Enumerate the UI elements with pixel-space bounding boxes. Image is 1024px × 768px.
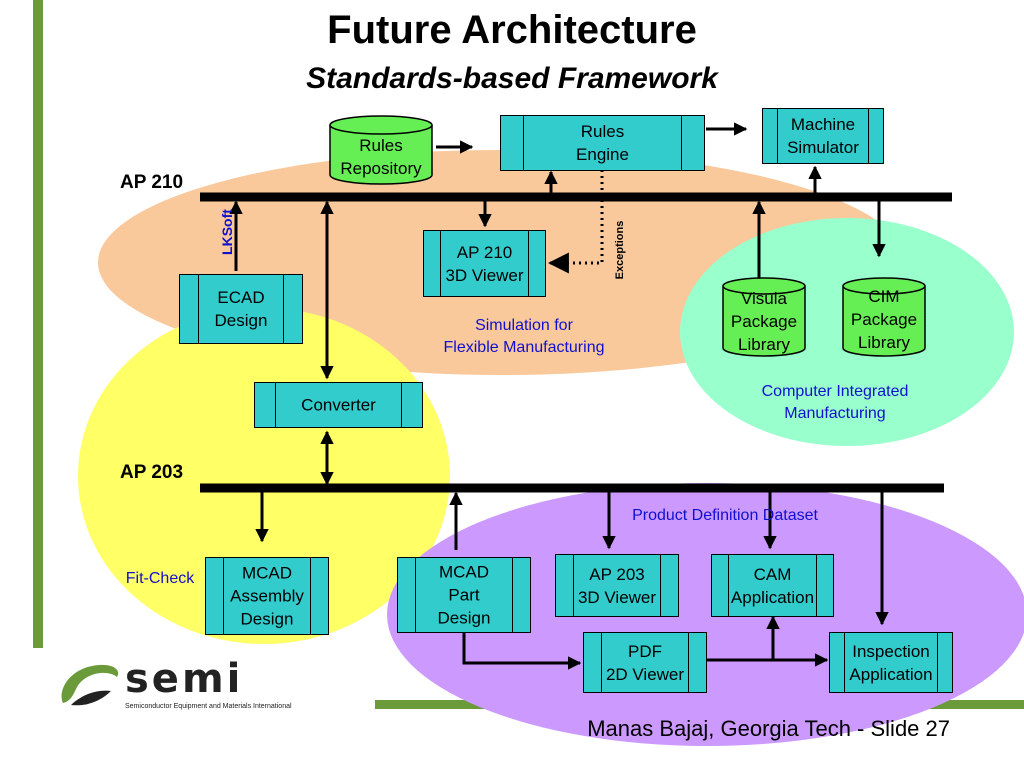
slide-footer: Manas Bajaj, Georgia Tech - Slide 27 — [587, 716, 950, 741]
cim-package-library-label: CIM Package Library — [850, 287, 918, 352]
ap203-3d-viewer-label: AP 203 3D Viewer — [577, 564, 657, 607]
visula-package-library: Visula Package Library — [722, 277, 806, 357]
pdd-region-label: Product Definition Dataset — [632, 507, 818, 524]
library-cylinder-icon — [722, 277, 806, 357]
rules-repository-label: Rules Repository — [340, 136, 422, 178]
page-title: Future Architecture — [327, 8, 697, 52]
converter-label: Converter — [301, 395, 376, 415]
cim-region-label: Computer Integrated Manufacturing — [761, 383, 909, 422]
ap203-bus-label: AP 203 — [120, 462, 184, 483]
exceptions-label: Exceptions — [614, 220, 626, 280]
visula-package-library-label: Visula Package Library — [730, 289, 798, 354]
ap210-3d-viewer-label: AP 210 3D Viewer — [445, 242, 524, 285]
ap210-bus-label: AP 210 — [120, 172, 184, 193]
cam-application-label: CAM Application — [730, 564, 815, 607]
semi-swoosh-icon — [61, 664, 119, 706]
semi-logo-tagline: Semiconductor Equipment and Materials In… — [125, 703, 292, 710]
pdf-2d-viewer: PDF 2D Viewer — [583, 632, 707, 693]
cim-package-library: CIM Package Library — [842, 277, 926, 357]
exceptions-dotted-arrow — [547, 170, 604, 274]
left-accent-bar — [33, 0, 43, 648]
rules-repository: Rules Repository — [329, 115, 433, 185]
inspection-application-label: Inspection Application — [849, 641, 933, 684]
semi-logo: semi Semiconductor Equipment and Materia… — [55, 655, 355, 715]
ecad-design-label: ECAD Design — [214, 288, 268, 330]
ap203-3d-viewer: AP 203 3D Viewer — [555, 554, 679, 617]
ap210-3d-viewer: AP 210 3D Viewer — [423, 230, 546, 297]
cam-application: CAM Application — [711, 554, 834, 617]
converter: Converter — [254, 382, 423, 428]
repository-cylinder-icon — [329, 115, 433, 185]
mcad-assembly-design-label: MCAD Assembly Design — [230, 563, 304, 629]
mcad-part-design-label: MCAD Part Design — [437, 562, 491, 628]
library-cylinder-icon — [842, 277, 926, 357]
semi-logo-wordmark: semi — [125, 656, 244, 702]
ecad-design: ECAD Design — [179, 274, 303, 344]
lksoft-label: LKSoft — [219, 209, 235, 255]
fit-check-label: Fit-Check — [125, 570, 195, 587]
rules-engine: Rules Engine — [500, 115, 705, 171]
mcad-assembly-design: MCAD Assembly Design — [205, 557, 329, 635]
simulation-region-label: Simulation for Flexible Manufacturing — [443, 317, 605, 356]
machine-simulator-label: Machine Simulator — [787, 115, 859, 157]
rules-engine-label: Rules Engine — [576, 122, 629, 164]
inspection-application: Inspection Application — [829, 632, 953, 693]
page-subtitle: Standards-based Framework — [306, 62, 718, 95]
mcad-part-to-pdf-arrow — [462, 633, 582, 670]
mcad-part-design: MCAD Part Design — [397, 557, 531, 633]
pdf-2d-viewer-label: PDF 2D Viewer — [605, 641, 685, 684]
machine-simulator: Machine Simulator — [762, 108, 884, 164]
